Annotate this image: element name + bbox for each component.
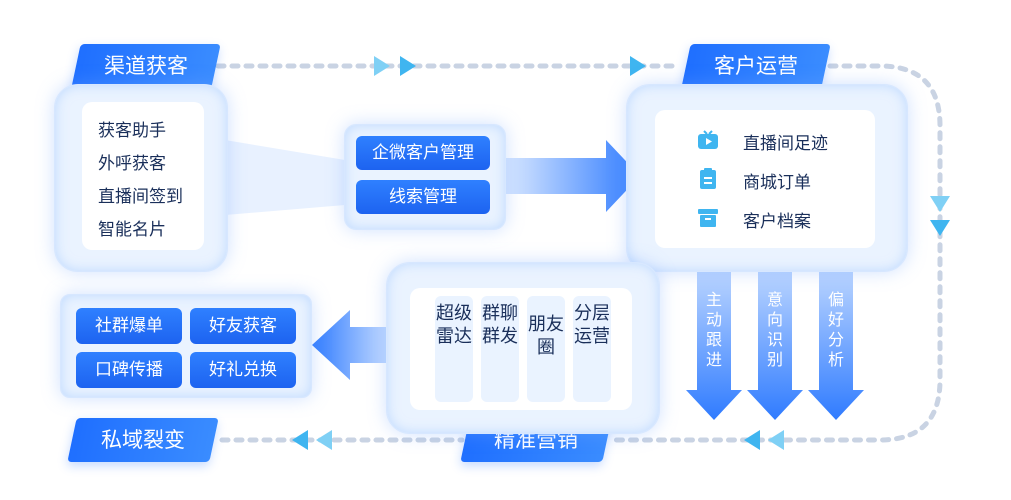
down-arrow-label-follow-up: 主动跟进: [705, 290, 722, 369]
channel-item: 外呼获客: [98, 154, 166, 174]
order-list-icon: [699, 168, 717, 190]
customer-list: 直播间足迹 商城订单 客户档案: [655, 110, 875, 248]
top-arrow-1: [374, 56, 390, 76]
down-arrow-3: [808, 250, 864, 420]
friend-acquisition-button[interactable]: 好友获客: [190, 308, 296, 344]
precision-item: 超级雷达: [435, 296, 473, 402]
precision-item: 分层运营: [573, 296, 611, 402]
word-of-mouth-button[interactable]: 口碑传播: [76, 352, 182, 388]
right-arrow-2: [930, 220, 950, 236]
precision-item: 朋友圈: [527, 296, 565, 402]
right-dotted-line: [609, 63, 943, 443]
down-arrow-2: [747, 250, 803, 420]
archive-box-icon: [698, 208, 718, 228]
precision-item: 群聊群发: [481, 296, 519, 402]
bottom-left-arrow-2: [292, 430, 308, 450]
tag-customer-operation: 客户运营: [681, 44, 831, 88]
tag-channel-acquisition: 渠道获客: [71, 44, 221, 88]
gift-redemption-button[interactable]: 好礼兑换: [190, 352, 296, 388]
down-arrow-1: [686, 250, 742, 420]
top-arrow-2: [400, 56, 416, 76]
bottom-arrow-2: [744, 430, 760, 450]
bottom-arrow-1: [768, 430, 784, 450]
channel-item: 直播间签到: [98, 187, 183, 207]
customer-item-label: 客户档案: [743, 212, 811, 232]
channel-item: 获客助手: [98, 121, 166, 141]
down-arrow-label-intent: 意向识别: [766, 290, 783, 369]
down-arrow-label-preference: 偏好分析: [827, 290, 844, 369]
bottom-left-arrow-1: [316, 430, 332, 450]
wecom-customer-management-button[interactable]: 企微客户管理: [356, 136, 490, 170]
top-arrow-3: [630, 56, 646, 76]
tag-private-fission: 私域裂变: [67, 418, 219, 462]
channel-item: 智能名片: [98, 220, 166, 240]
right-arrow-1: [930, 196, 950, 212]
big-right-arrow: [495, 140, 640, 212]
precision-list: 超级雷达 群聊群发 朋友圈 分层运营: [410, 288, 632, 410]
community-sales-button[interactable]: 社群爆单: [76, 308, 182, 344]
live-tv-icon: [697, 130, 719, 150]
big-left-arrow: [312, 310, 405, 380]
channel-list: 获客助手 外呼获客 直播间签到 智能名片: [82, 102, 204, 250]
customer-item-label: 直播间足迹: [743, 134, 828, 154]
funnel-shape: [225, 140, 345, 215]
customer-item-label: 商城订单: [743, 173, 811, 193]
lead-management-button[interactable]: 线索管理: [356, 180, 490, 214]
